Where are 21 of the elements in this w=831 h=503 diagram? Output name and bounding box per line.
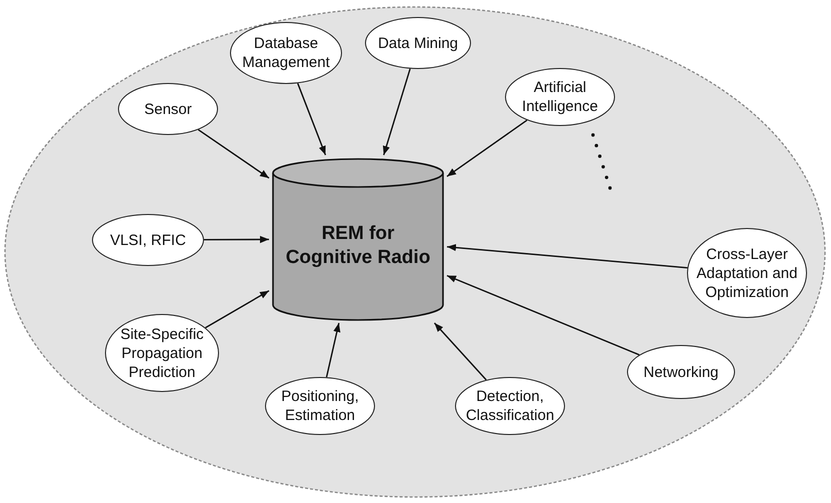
arrow xyxy=(204,236,269,244)
arrow xyxy=(446,275,640,356)
node-label: VLSI, RFIC xyxy=(109,230,187,250)
arrow xyxy=(434,322,487,380)
arrow xyxy=(326,322,340,378)
node-label: Site-Specific Propagation Prediction xyxy=(119,324,205,382)
node-label: Artificial Intelligence xyxy=(521,78,599,116)
arrow xyxy=(446,244,688,268)
node-label: Cross-Layer Adaptation and Optimization xyxy=(696,244,798,302)
node-label: Detection, Classification xyxy=(464,387,556,425)
arrow xyxy=(198,129,270,179)
node-label: Sensor xyxy=(143,100,193,118)
arrow xyxy=(382,68,411,156)
arrow xyxy=(297,83,326,156)
node-label: Networking xyxy=(642,362,720,382)
node-label: Positioning, Estimation xyxy=(280,387,360,425)
arrow xyxy=(446,120,528,177)
node-label: Database Management xyxy=(241,34,331,72)
node-label: REM for Cognitive Radio xyxy=(284,222,432,270)
arrow xyxy=(205,290,270,328)
node-label: Data Mining xyxy=(376,34,460,52)
